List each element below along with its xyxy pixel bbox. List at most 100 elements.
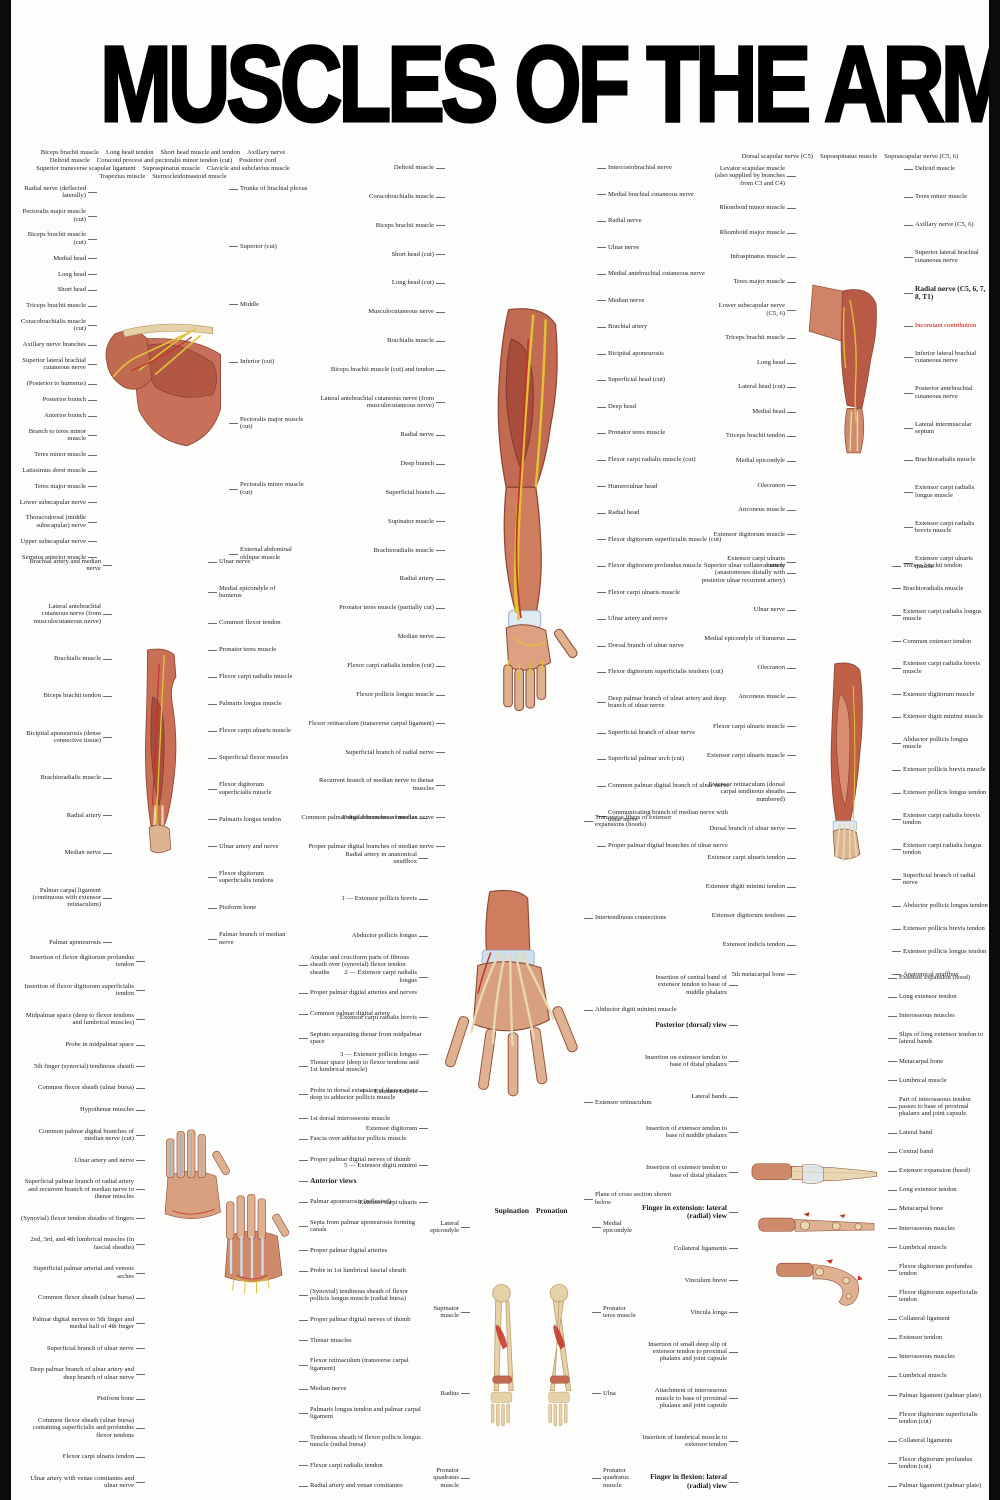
leader-line	[88, 415, 97, 417]
anatomy-label: Lower subscapular nerve	[18, 499, 99, 506]
leader-line	[729, 1171, 738, 1173]
anatomy-label: 5 — Extensor digiti minimi	[330, 1162, 430, 1169]
anatomy-label: Lower subscapular nerve (C5, 6)	[712, 302, 798, 317]
anatomy-label: Clavicle and subclavius muscle	[206, 165, 290, 172]
leader-line	[299, 1037, 308, 1039]
anatomy-label: Rhomboid minor muscle	[712, 204, 798, 211]
leader-line	[299, 992, 308, 995]
leader-line	[892, 769, 901, 771]
label-column-right: Transverse fibers of extensor expansions…	[582, 812, 682, 1208]
anatomy-label: Biceps brachii muscle	[300, 222, 447, 229]
anatomy-label: Musculocutaneous nerve	[300, 308, 447, 315]
leader-line	[787, 175, 796, 178]
leader-line	[103, 897, 112, 899]
leader-line	[208, 757, 217, 760]
anatomy-label: Common flexor sheath (ulnar bursa)	[18, 1084, 147, 1091]
anatomy-label: Superficial branch of radial nerve	[300, 749, 447, 756]
anatomy-label: Flexor carpi ulnaris muscle	[206, 727, 296, 734]
anatomy-label: Superior (cut)	[227, 243, 308, 250]
anatomy-label: Rhomboid major muscle	[712, 229, 798, 236]
leader-line	[787, 386, 796, 389]
anatomy-label: (Synovial) tendinous sheath of flexor po…	[297, 1288, 426, 1303]
anatomy-label: Intertendinous connections	[582, 914, 682, 921]
anatomy-label: Dorsal interosseous muscles	[330, 814, 430, 821]
anatomy-label: Pectoralis minor muscle (cut)	[227, 481, 308, 496]
leader-line	[461, 1311, 470, 1314]
hand-palmar-illustration	[147, 952, 297, 1492]
leader-line	[597, 645, 606, 647]
leader-line	[787, 827, 796, 830]
anatomy-label: Trapezius muscle	[99, 173, 146, 180]
anatomy-label: Abductor pollicis longus	[330, 932, 430, 939]
anatomy-label: Thenar muscles	[297, 1337, 426, 1344]
leader-line	[299, 964, 308, 967]
anatomy-label: 5th metacarpal bone	[700, 971, 798, 978]
leader-line	[229, 188, 238, 190]
anatomy-label: Flexor digitorum superficialis tendons (…	[595, 668, 742, 675]
leader-line	[419, 1053, 428, 1056]
anatomy-label: Anterior branch	[18, 412, 99, 419]
leader-line	[299, 1225, 308, 1228]
panel-forearm-posterior: Superior ulnar collateral artery (anasto…	[700, 560, 988, 980]
anatomy-label: Hypothenar muscles	[18, 1106, 147, 1113]
leader-line	[584, 917, 593, 919]
anatomy-label: Extensor digitorum	[330, 1125, 430, 1132]
leader-line	[787, 207, 796, 209]
anatomy-label: Radial artery	[24, 812, 114, 819]
anatomy-label: Superior ulnar collateral artery (anasto…	[700, 562, 798, 584]
anatomy-label: Midpalmar space (deep to flexor tendons …	[18, 1012, 147, 1027]
shoulder-arm-posterior-illustration	[798, 163, 902, 572]
leader-line	[419, 1201, 428, 1204]
leader-line	[436, 401, 445, 404]
anatomy-label: Long head tendon	[105, 149, 154, 156]
leader-line	[436, 549, 445, 552]
leader-line	[88, 485, 97, 488]
anatomy-label: Attachment of interosseous muscle to bas…	[638, 1387, 740, 1409]
panel-shoulder-arm-posterior: Dorsal scapular nerve (C5)Supraspinatus …	[712, 152, 988, 572]
leader-line	[136, 1065, 145, 1068]
label-column-left: Levator scapulae muscle (also supplied b…	[712, 163, 798, 572]
anatomy-label: Median nerve	[300, 633, 447, 640]
anatomy-label: Extensor carpi ulnaris tendon	[700, 854, 798, 861]
leader-line	[88, 434, 97, 437]
anatomy-label: Pisiform bone	[18, 1395, 147, 1402]
anatomy-label: Bicipital aponeurosis	[595, 350, 742, 357]
anatomy-label: Extensor pollicis brevis muscle	[890, 766, 988, 773]
leader-line	[136, 1087, 145, 1089]
anatomy-label: Extensor carpi radialis brevis tendon	[890, 812, 988, 827]
leader-line	[729, 1024, 738, 1026]
anatomy-label: Intercostobrachial nerve	[595, 164, 742, 171]
anatomy-label: Suprascapular nerve (C5, 6)	[884, 153, 959, 160]
anatomy-label: Brachialis muscle	[24, 655, 114, 662]
leader-line	[436, 578, 445, 581]
leader-line	[888, 1246, 897, 1249]
anatomy-label: Olecranon	[712, 482, 798, 489]
leader-line	[597, 246, 606, 249]
leader-line	[888, 977, 897, 979]
leader-line	[888, 1269, 897, 1271]
anatomy-label: Extensor carpi radialis longus tendon	[890, 842, 988, 857]
leader-line	[892, 878, 901, 881]
leader-line	[88, 501, 97, 504]
leader-line	[136, 1347, 145, 1350]
leader-line	[419, 1164, 428, 1167]
leader-line	[461, 1392, 470, 1395]
leader-line	[729, 1311, 738, 1314]
anatomy-label: Common palmar digital branches of median…	[18, 1128, 147, 1143]
leader-line	[787, 725, 796, 728]
anatomy-label: Upper subscapular nerve	[18, 538, 99, 545]
leader-line	[892, 742, 901, 745]
leader-line	[88, 399, 97, 401]
anatomy-label: Lateral antebrachial cutaneous nerve (fr…	[24, 603, 114, 625]
view-caption: Finger in extension: lateral (radial) vi…	[638, 1203, 740, 1221]
leader-line	[787, 638, 796, 640]
anatomy-label: Superior transverse scapular ligament	[36, 165, 136, 172]
anatomy-label: Common palmar digital artery	[297, 1010, 426, 1017]
anatomy-label: Probe in 1st lumbrical fascial sheath	[297, 1267, 426, 1274]
anatomy-label: Extensor expansion (hood)	[886, 1167, 988, 1174]
leader-line	[136, 1109, 145, 1111]
anatomy-label: 5th finger (synovial) tendinous sheath	[18, 1063, 147, 1070]
